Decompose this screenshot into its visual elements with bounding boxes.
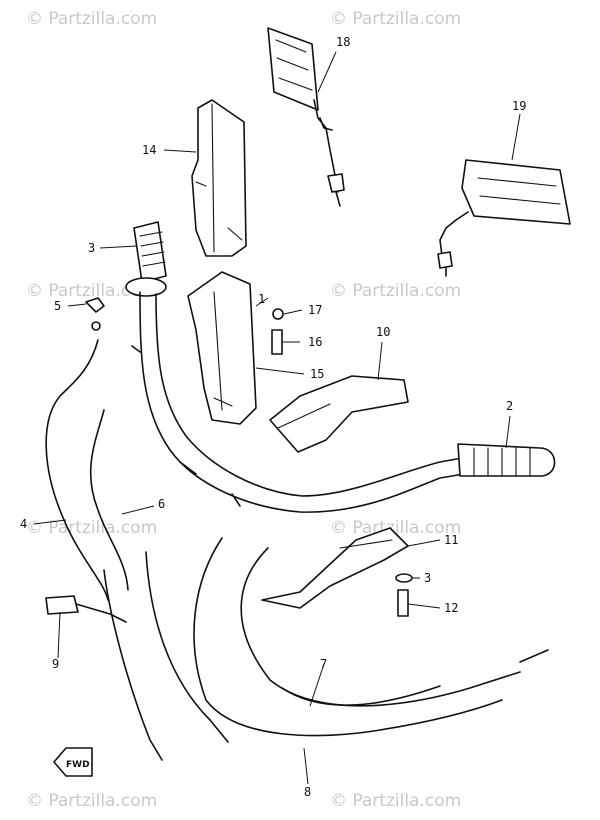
callout-18: 18 (336, 35, 350, 49)
cables-right (193, 537, 549, 737)
callout-4: 4 (20, 517, 27, 531)
watermark: © Partzilla.com (26, 791, 157, 811)
callout-15: 15 (310, 367, 324, 381)
watermark: © Partzilla.com (330, 518, 461, 538)
watermark: © Partzilla.com (26, 281, 157, 301)
throttle-housing (269, 375, 409, 453)
callouts: 1 2 3 3 4 5 6 7 8 9 10 11 12 14 15 16 17… (20, 35, 526, 799)
grip-left (125, 221, 167, 297)
cables-left (45, 339, 229, 761)
grip-right (457, 443, 556, 477)
lever-assembly (261, 527, 413, 617)
switch-housing-lower (187, 271, 284, 425)
callout-5: 5 (54, 299, 61, 313)
handlebar (131, 291, 465, 513)
fwd-arrow-icon: FWD (53, 747, 93, 777)
callout-16: 16 (308, 335, 322, 349)
callout-2: 2 (506, 399, 513, 413)
clamp-small (85, 297, 105, 331)
callout-1: 1 (258, 292, 265, 306)
fwd-label: FWD (66, 760, 90, 770)
leader-lines (33, 51, 521, 785)
callout-3b: 3 (424, 571, 431, 585)
watermark: © Partzilla.com (330, 9, 461, 29)
callout-11: 11 (444, 533, 458, 547)
switch-9 (45, 595, 127, 623)
callout-17: 17 (308, 303, 322, 317)
callout-10: 10 (376, 325, 390, 339)
watermark-layer: © Partzilla.com © Partzilla.com © Partzi… (26, 9, 461, 811)
watermark: © Partzilla.com (26, 518, 157, 538)
callout-12: 12 (444, 601, 458, 615)
watermark: © Partzilla.com (330, 791, 461, 811)
callout-9: 9 (52, 657, 59, 671)
callout-3a: 3 (88, 241, 95, 255)
callout-8: 8 (304, 785, 311, 799)
mirror-right (437, 159, 571, 277)
callout-6: 6 (158, 497, 165, 511)
watermark: © Partzilla.com (330, 281, 461, 301)
callout-19: 19 (512, 99, 526, 113)
watermark: © Partzilla.com (26, 9, 157, 29)
callout-14: 14 (142, 143, 156, 157)
switch-cover-upper (191, 99, 247, 257)
mirror-left (267, 27, 345, 207)
